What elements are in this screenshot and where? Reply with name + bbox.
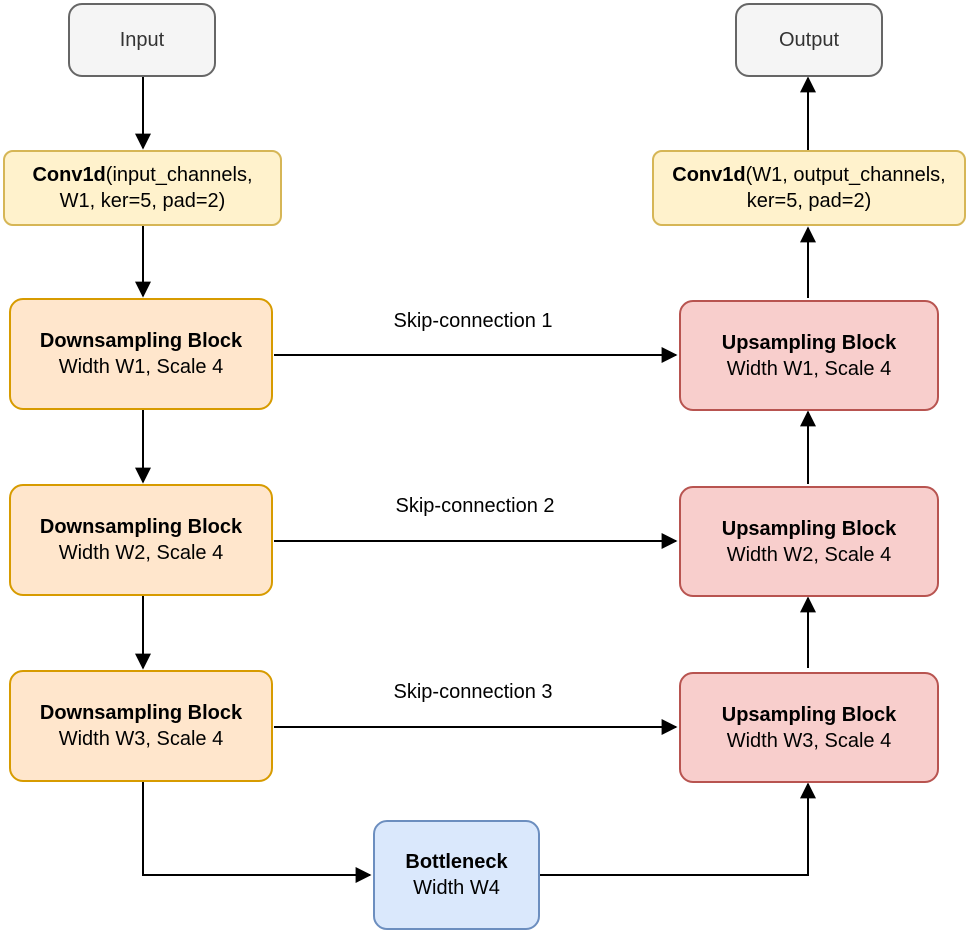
upsampling-block-3: Upsampling Block Width W3, Scale 4: [679, 672, 939, 783]
upsampling-block-1-sub: Width W1, Scale 4: [726, 357, 892, 380]
bottleneck-block: Bottleneck Width W4: [373, 820, 540, 930]
upsampling-block-3-sub: Width W3, Scale 4: [726, 729, 892, 752]
skip-connection-2-label: Skip-connection 2: [395, 495, 555, 517]
upsampling-block-2: Upsampling Block Width W2, Scale 4: [679, 486, 939, 597]
upsampling-block-3-title: Upsampling Block: [721, 703, 897, 726]
output-label: Output: [778, 29, 840, 51]
input-label: Input: [119, 29, 165, 51]
upsampling-block-2-title: Upsampling Block: [721, 517, 897, 540]
downsampling-block-2-title: Downsampling Block: [39, 516, 243, 538]
conv-output-name: Conv1d: [672, 164, 746, 186]
downsampling-block-1-sub: Width W1, Scale 4: [58, 356, 224, 378]
conv-input-name: Conv1d: [32, 164, 106, 186]
output-node: Output: [735, 3, 883, 77]
input-node: Input: [68, 3, 216, 77]
downsampling-block-3-title: Downsampling Block: [39, 702, 243, 724]
upsampling-block-1-title: Upsampling Block: [721, 331, 897, 354]
conv-input-node: Conv1d(input_channels, W1, ker=5, pad=2): [3, 150, 282, 226]
edge-bottleneck-to-up3: [540, 782, 816, 876]
downsampling-block-1-title: Downsampling Block: [39, 330, 243, 352]
edge-down3-to-bottleneck: [142, 782, 372, 883]
conv-input-args-1: (input_channels,: [105, 164, 253, 186]
upsampling-block-2-sub: Width W2, Scale 4: [726, 543, 892, 566]
downsampling-block-2: Downsampling Block Width W2, Scale 4: [9, 484, 273, 596]
bottleneck-sub: Width W4: [413, 877, 500, 899]
upsampling-block-1: Upsampling Block Width W1, Scale 4: [679, 300, 939, 411]
skip-connection-3-label: Skip-connection 3: [393, 681, 553, 703]
conv-input-args-2: W1, ker=5, pad=2): [59, 190, 226, 212]
downsampling-block-3: Downsampling Block Width W3, Scale 4: [9, 670, 273, 782]
downsampling-block-1: Downsampling Block Width W1, Scale 4: [9, 298, 273, 410]
bottleneck-title: Bottleneck: [405, 851, 508, 873]
conv-output-args-1: (W1, output_channels,: [745, 164, 946, 186]
downsampling-block-3-sub: Width W3, Scale 4: [58, 728, 224, 750]
conv-output-args-2: ker=5, pad=2): [746, 190, 872, 212]
skip-connection-1-label: Skip-connection 1: [393, 310, 553, 332]
conv-output-node: Conv1d(W1, output_channels, ker=5, pad=2…: [652, 150, 966, 226]
downsampling-block-2-sub: Width W2, Scale 4: [58, 542, 224, 564]
